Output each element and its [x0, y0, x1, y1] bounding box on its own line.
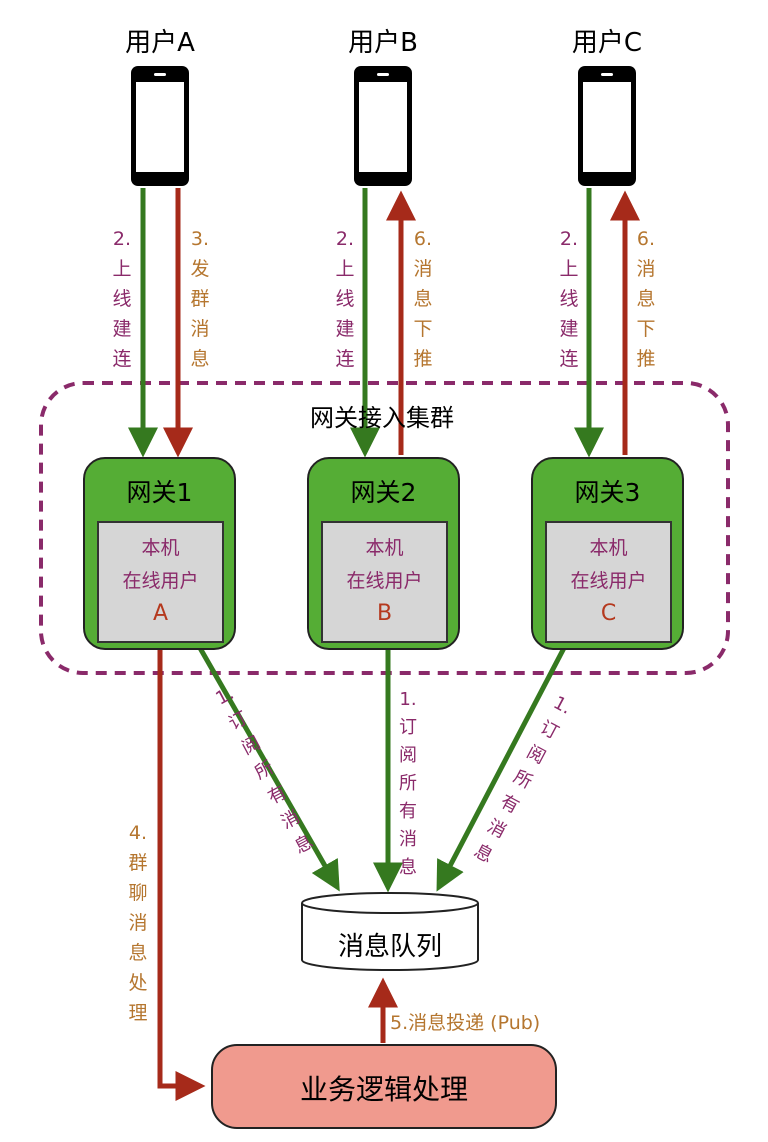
- arrow-subscribe-3: [436, 646, 567, 892]
- edge-label-subscribe-2: 1. 订 阅 所 有 消 息: [399, 689, 417, 878]
- arrow-subscribe-1: [197, 646, 340, 892]
- business-logic-box: 业务逻辑处理: [211, 1044, 557, 1129]
- edge-label-connect-c: 2. 上 线 建 连: [559, 228, 579, 370]
- phone-icon-c: [578, 66, 636, 186]
- user-label-a: 用户A: [125, 28, 195, 58]
- local-label: 本机: [365, 537, 404, 559]
- phone-icon-b: [354, 66, 412, 186]
- edge-label-send-group: 3. 发 群 消 息: [190, 228, 210, 370]
- online-user-id: C: [600, 601, 617, 626]
- online-user-id: A: [152, 601, 169, 626]
- cluster-title: 网关接入集群: [310, 404, 454, 432]
- phone-icon-a: [131, 66, 189, 186]
- gateway-2: 网关2 本机 在线用户 B: [307, 457, 460, 650]
- local-label: 本机: [141, 537, 180, 559]
- arrow-group-process: [157, 648, 206, 1101]
- online-user-id: B: [376, 601, 393, 626]
- edge-label-publish: 5.消息投递 (Pub): [390, 1012, 541, 1034]
- message-queue-cylinder: [301, 892, 479, 971]
- online-users-box: 本机 在线用户 C: [545, 521, 672, 643]
- business-logic-label: 业务逻辑处理: [299, 1073, 468, 1106]
- user-label-b: 用户B: [348, 28, 418, 58]
- edge-label-group-process: 4. 群 聊 消 息 处 理: [128, 822, 148, 1024]
- message-queue-label: 消息队列: [337, 932, 442, 962]
- edge-label-connect-a: 2. 上 线 建 连: [112, 228, 132, 370]
- gateway-title: 网关1: [126, 478, 193, 507]
- online-users-box: 本机 在线用户 B: [321, 521, 448, 643]
- gateway-title: 网关2: [350, 478, 417, 507]
- edge-label-push-c: 6. 消 息 下 推: [636, 228, 656, 370]
- cluster-border: [39, 381, 730, 675]
- edge-label-connect-b: 2. 上 线 建 连: [335, 228, 355, 370]
- gateway-1: 网关1 本机 在线用户 A: [83, 457, 236, 650]
- gateway-3: 网关3 本机 在线用户 C: [531, 457, 684, 650]
- edge-label-push-b: 6. 消 息 下 推: [413, 228, 433, 370]
- online-users-label: 在线用户: [122, 570, 199, 592]
- local-label: 本机: [589, 537, 628, 559]
- online-users-box: 本机 在线用户 A: [97, 521, 224, 643]
- user-label-c: 用户C: [571, 28, 643, 58]
- online-users-label: 在线用户: [570, 570, 647, 592]
- gateway-title: 网关3: [574, 478, 641, 507]
- online-users-label: 在线用户: [346, 570, 423, 592]
